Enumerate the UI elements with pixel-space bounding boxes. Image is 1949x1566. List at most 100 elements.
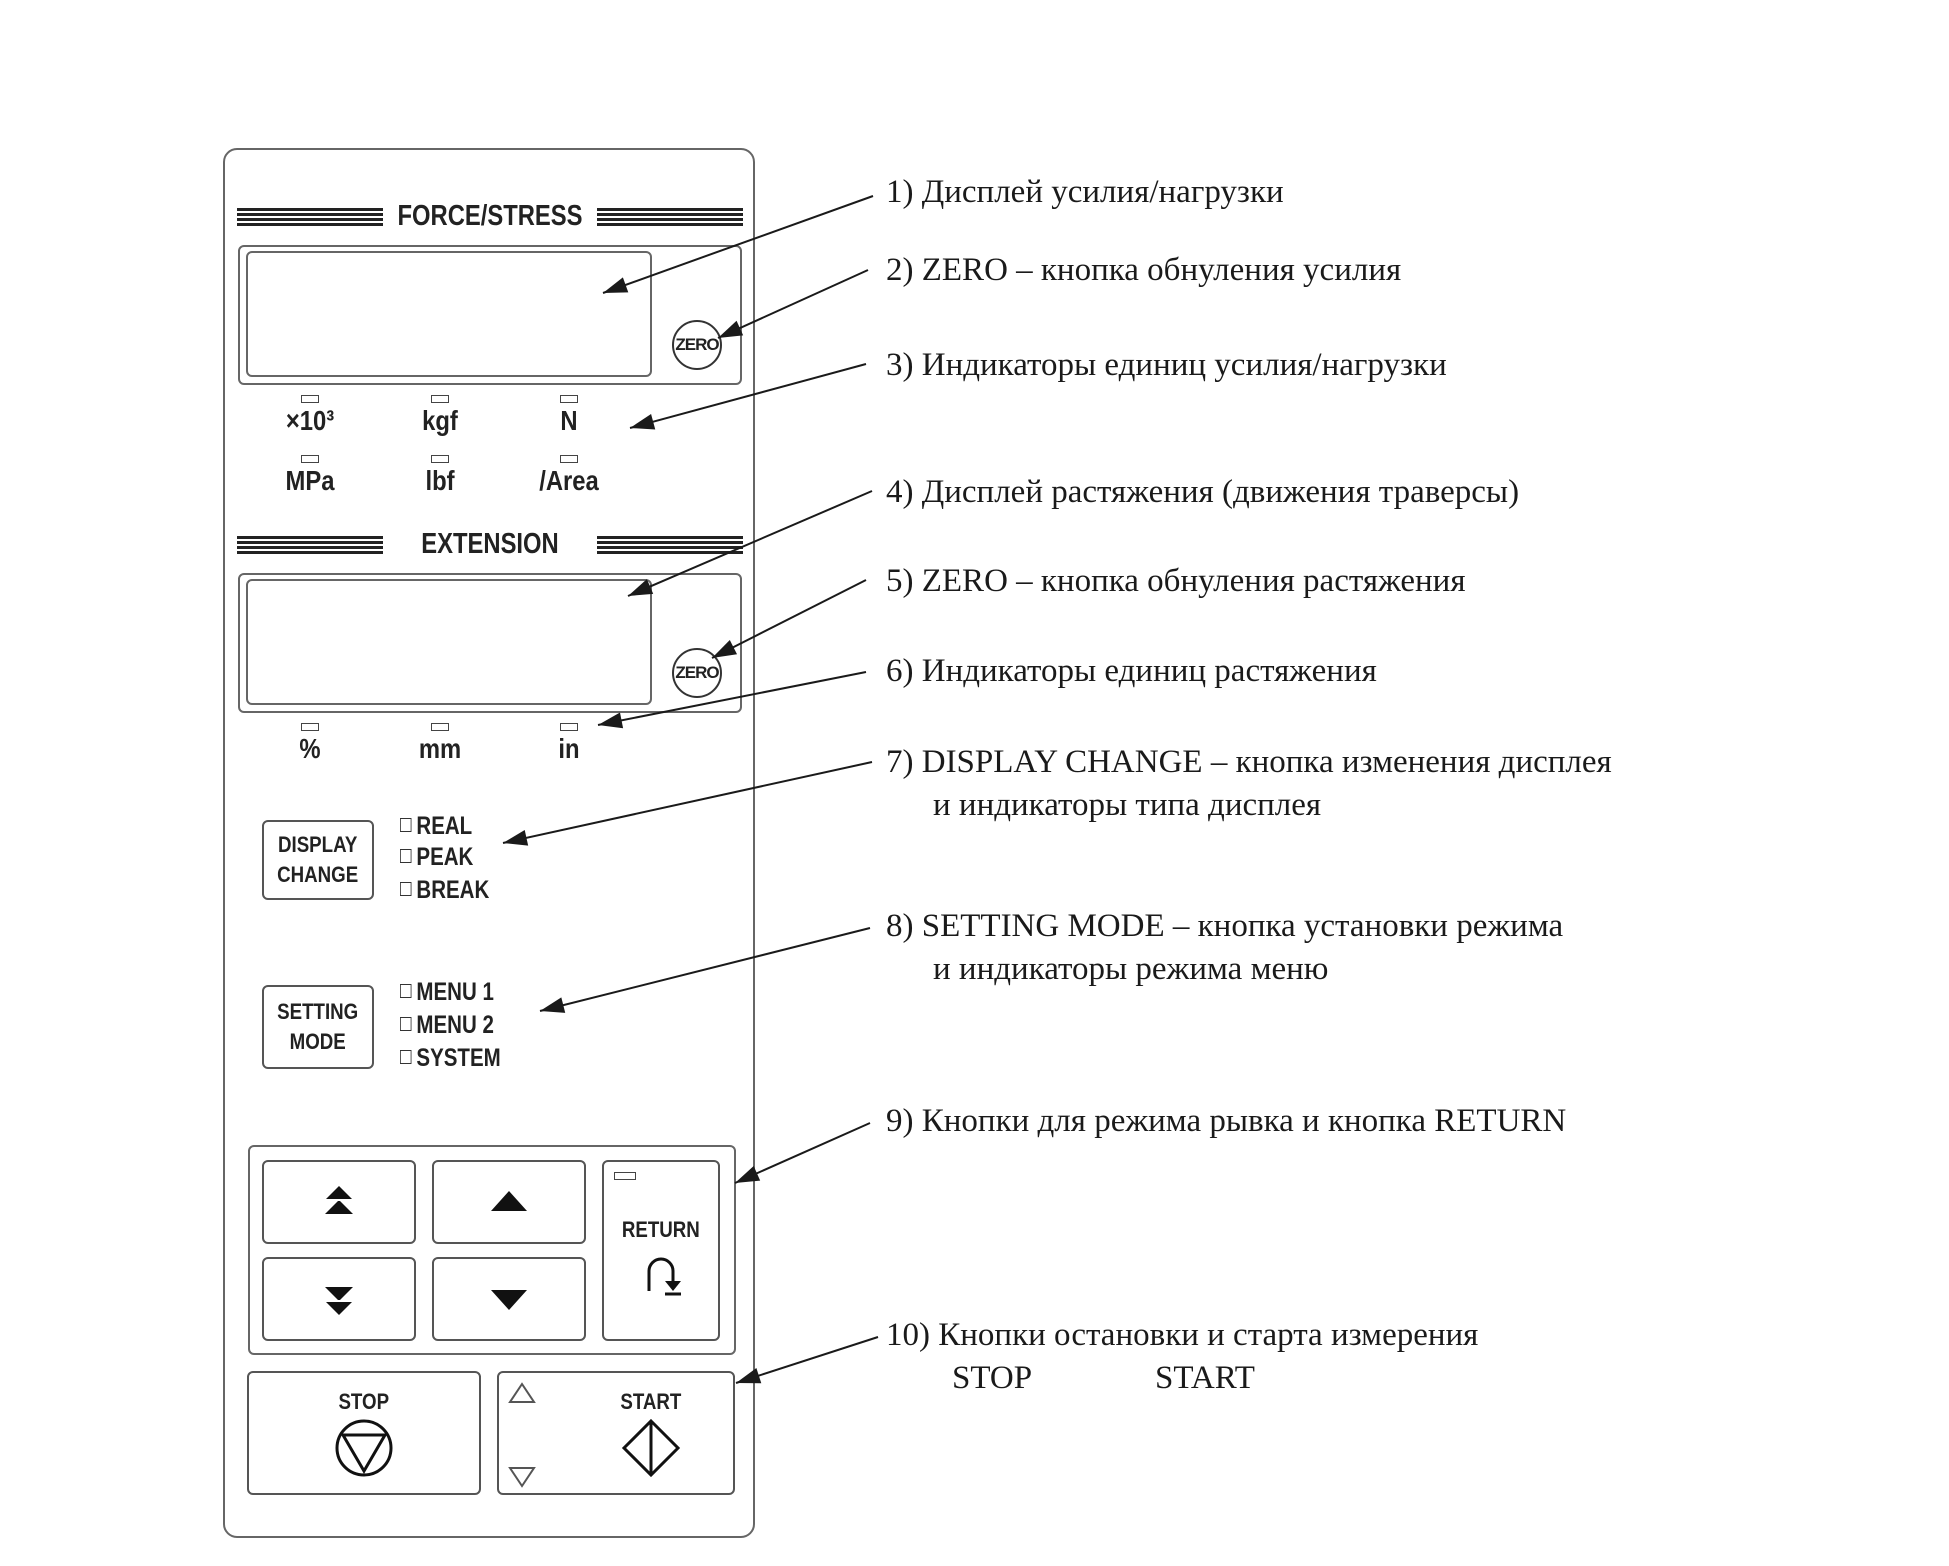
header-hatch-left [237, 536, 383, 556]
arrowhead-4 [628, 579, 654, 596]
indicator-box [400, 882, 412, 897]
leader-line-9 [734, 1122, 871, 1184]
setting-mode-button[interactable]: SETTING MODE [262, 985, 374, 1069]
triangle-up-icon [508, 1382, 536, 1403]
annotation-8: 8) SETTING MODE – кнопка установки режим… [886, 908, 1564, 944]
annotation-7-line2: и индикаторы типа дисплея [933, 787, 1322, 823]
arrowhead-7 [503, 830, 529, 846]
double-up-arrow-icon [325, 1186, 353, 1214]
indicator-box [400, 1050, 412, 1065]
annotation-7: 7) DISPLAY CHANGE – кнопка изменения дис… [886, 744, 1612, 780]
led-lbf [431, 455, 449, 463]
led-percent [301, 723, 319, 731]
double-down-arrow-icon [325, 1287, 353, 1315]
setting-mode-label: SETTING MODE [277, 999, 359, 1054]
leader-line-10 [735, 1336, 879, 1384]
leader-line-6 [597, 671, 867, 726]
arrowhead-2 [718, 320, 744, 338]
indicator-menu-2: MENU 2 [400, 1011, 494, 1040]
unit-percent: % [299, 733, 321, 764]
indicator-box [400, 849, 412, 864]
unit-mpa: MPa [285, 465, 335, 496]
unit-in: in [558, 733, 580, 764]
arrowhead-8 [540, 997, 566, 1013]
header-hatch-right [597, 208, 743, 228]
unit-lbf: lbf [425, 465, 455, 496]
leader-line-4 [627, 490, 873, 597]
annotation-6: 6) Индикаторы единиц растяжения [886, 653, 1377, 689]
start-label: START [620, 1389, 682, 1414]
display-change-label: DISPLAY CHANGE [277, 832, 359, 887]
jog-fast-up-button[interactable] [262, 1160, 416, 1244]
led-mpa [301, 455, 319, 463]
unit-n: N [560, 405, 578, 436]
return-icon [647, 1257, 681, 1295]
up-arrow-icon [491, 1191, 527, 1211]
header-hatch-left [237, 208, 383, 228]
annotation-1: 1) Дисплей усилия/нагрузки [886, 174, 1284, 210]
arrowhead-9 [735, 1165, 761, 1183]
return-label: RETURN [622, 1216, 700, 1242]
indicator-peak: PEAK [400, 843, 473, 872]
arrowhead-1 [603, 277, 629, 293]
down-arrow-icon [491, 1290, 527, 1310]
annotation-3: 3) Индикаторы единиц усилия/нагрузки [886, 347, 1447, 383]
arrowhead-10 [736, 1367, 762, 1384]
return-button[interactable]: RETURN [602, 1160, 720, 1341]
led-kgf [431, 395, 449, 403]
display-change-button[interactable]: DISPLAY CHANGE [262, 820, 374, 900]
leader-line-1 [602, 195, 874, 294]
annotation-5: 5) ZERO – кнопка обнуления растяжения [886, 563, 1466, 599]
arrowhead-5 [712, 640, 738, 658]
leader-line-7 [502, 761, 873, 844]
annotation-2: 2) ZERO – кнопка обнуления усилия [886, 252, 1402, 288]
jog-down-button[interactable] [432, 1257, 586, 1341]
led-n [560, 395, 578, 403]
indicator-break: BREAK [400, 876, 489, 905]
leader-line-3 [629, 363, 867, 429]
leader-line-2 [717, 269, 869, 339]
indicator-system: SYSTEM [400, 1044, 501, 1073]
force-stress-title: FORCE/STRESS [397, 200, 583, 232]
stop-label: STOP [338, 1389, 390, 1414]
extension-title: EXTENSION [421, 528, 559, 560]
unit-mm: mm [418, 733, 462, 764]
annotation-10-start: START [1155, 1360, 1255, 1396]
jog-up-button[interactable] [432, 1160, 586, 1244]
force-zero-button[interactable]: ZERO [672, 320, 722, 370]
arrowhead-3 [630, 413, 656, 430]
start-button[interactable]: START [497, 1371, 735, 1495]
indicator-box [400, 984, 412, 999]
return-led [614, 1172, 636, 1180]
leader-line-8 [539, 927, 871, 1012]
annotation-10-stop: STOP [952, 1360, 1033, 1396]
force-display [246, 251, 652, 377]
stop-icon [335, 1419, 393, 1477]
indicator-box [400, 818, 412, 833]
extension-display [246, 579, 652, 705]
annotation-10: 10) Кнопки остановки и старта измерения [886, 1317, 1479, 1353]
control-panel [223, 148, 755, 1538]
header-hatch-right [597, 536, 743, 556]
arrowhead-6 [598, 712, 624, 729]
stop-button[interactable]: STOP [247, 1371, 481, 1495]
led-x10-3 [301, 395, 319, 403]
triangle-down-icon [508, 1467, 536, 1488]
jog-fast-down-button[interactable] [262, 1257, 416, 1341]
annotation-9: 9) Кнопки для режима рывка и кнопка RETU… [886, 1103, 1567, 1139]
led-mm [431, 723, 449, 731]
force-display-frame [238, 245, 742, 385]
unit-x10-3: ×10³ [285, 405, 335, 436]
annotation-4: 4) Дисплей растяжения (движения траверсы… [886, 474, 1520, 510]
start-icon [621, 1418, 681, 1478]
led-area [560, 455, 578, 463]
unit-kgf: kgf [422, 405, 458, 436]
led-in [560, 723, 578, 731]
leader-line-5 [711, 579, 867, 659]
indicator-menu-1: MENU 1 [400, 978, 494, 1007]
jog-button-group [248, 1145, 736, 1355]
unit-area: /Area [539, 465, 599, 496]
annotation-8-line2: и индикаторы режима меню [933, 951, 1329, 987]
indicator-real: REAL [400, 812, 472, 841]
